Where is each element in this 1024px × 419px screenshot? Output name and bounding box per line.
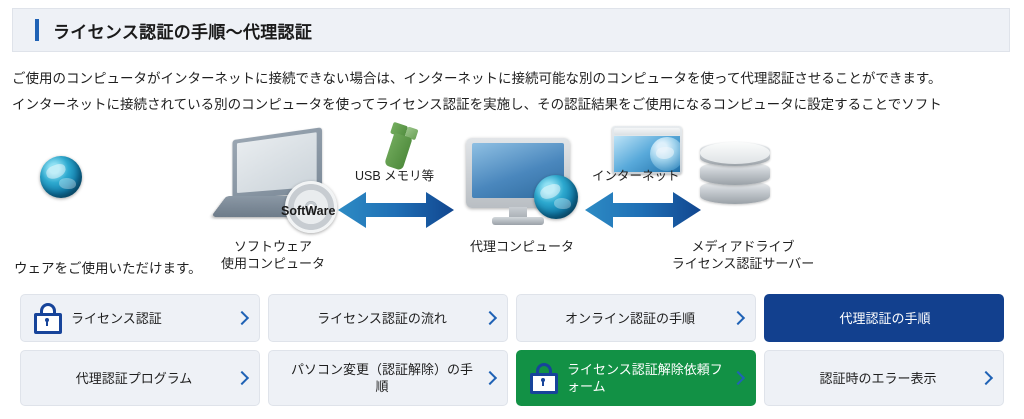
button-row-1: ライセンス認証 ライセンス認証の流れ オンライン認証の手順 代理認証の手順	[20, 294, 1004, 342]
chevron-right-icon	[731, 309, 745, 327]
chevron-right-icon	[483, 309, 497, 327]
button-row-2: 代理認証プログラム パソコン変更（認証解除）の手順 ライセンス認証解除依頼フォー…	[20, 350, 1004, 406]
intro-line-2: インターネットに接続されている別のコンピュータを使ってライセンス認証を実施し、そ…	[12, 97, 942, 112]
nav-button-label: オンライン認証の手順	[564, 310, 695, 326]
page-title: ライセンス認証の手順～代理認証	[53, 22, 313, 42]
globe-icon-proxy	[534, 175, 578, 219]
double-arrow-left-icon	[336, 188, 456, 237]
nav-button-online-activation-steps[interactable]: オンライン認証の手順	[516, 294, 756, 342]
caption-license-server-line2: ライセンス認証サーバー	[671, 256, 815, 271]
database-server-icon	[700, 142, 778, 224]
monitor-neck	[509, 207, 527, 219]
chevron-right-icon	[731, 369, 745, 387]
nav-button-label: パソコン変更（認証解除）の手順	[290, 362, 473, 394]
globe-icon-server	[40, 156, 82, 198]
browser-viewport	[614, 136, 680, 172]
nav-button-activation-flow[interactable]: ライセンス認証の流れ	[268, 294, 508, 342]
double-arrow-right-icon	[583, 188, 703, 237]
nav-button-license-activation[interactable]: ライセンス認証	[20, 294, 260, 342]
caption-license-server-line1: メディアドライブ	[691, 239, 795, 254]
caption-source-computer: ソフトウェア 使用コンピュータ	[208, 238, 338, 272]
browser-frame	[612, 126, 682, 174]
caption-license-server: メディアドライブ ライセンス認証サーバー	[668, 238, 818, 272]
proxy-activation-diagram: ウェアをご使用いただけます。 SoftWare ソフトウェア 使用コンピュータ …	[0, 120, 1024, 280]
chevron-right-icon	[979, 369, 993, 387]
intro-line-3: ウェアをご使用いただけます。	[14, 261, 202, 276]
cd-disc-icon	[285, 181, 337, 233]
nav-button-label: 認証時のエラー表示	[819, 370, 937, 386]
chevron-right-icon	[235, 309, 249, 327]
chevron-right-icon	[483, 369, 497, 387]
caption-source-computer-line1: ソフトウェア	[233, 239, 312, 254]
nav-button-label: 代理認証の手順	[839, 310, 931, 326]
browser-globe	[650, 137, 680, 171]
header-accent-bar	[35, 19, 39, 41]
nav-button-label: ライセンス認証の流れ	[317, 310, 447, 326]
browser-toolbar	[614, 128, 680, 135]
page-header: ライセンス認証の手順～代理認証	[12, 8, 1010, 52]
nav-button-deactivation-request-form[interactable]: ライセンス認証解除依頼フォーム	[516, 350, 756, 406]
usb-label: USB メモリ等	[355, 169, 435, 183]
monitor-foot	[492, 217, 544, 225]
nav-button-label: ライセンス認証	[71, 310, 162, 326]
chevron-right-icon	[235, 369, 249, 387]
nav-button-label: 代理認証プログラム	[75, 370, 193, 386]
database-top-cap	[700, 142, 770, 164]
nav-button-label: ライセンス認証解除依頼フォーム	[567, 362, 723, 394]
nav-button-proxy-activation-steps[interactable]: 代理認証の手順	[764, 294, 1004, 342]
nav-button-activation-error-messages[interactable]: 認証時のエラー表示	[764, 350, 1004, 406]
nav-button-proxy-activation-program[interactable]: 代理認証プログラム	[20, 350, 260, 406]
internet-label: インターネット	[592, 169, 680, 183]
laptop-icon	[210, 127, 338, 233]
intro-paragraph: ご使用のコンピュータがインターネットに接続できない場合は、インターネットに接続可…	[12, 66, 1022, 118]
intro-line-1: ご使用のコンピュータがインターネットに接続できない場合は、インターネットに接続可…	[12, 71, 942, 86]
software-disc-label: SoftWare	[281, 204, 336, 218]
caption-source-computer-line2: 使用コンピュータ	[220, 256, 325, 271]
caption-proxy-computer: 代理コンピュータ	[452, 238, 592, 255]
lock-icon	[33, 302, 63, 334]
nav-button-pc-change-deactivation-steps[interactable]: パソコン変更（認証解除）の手順	[268, 350, 508, 406]
internet-browser-icon	[612, 126, 682, 174]
navigation-button-grid: ライセンス認証 ライセンス認証の流れ オンライン認証の手順 代理認証の手順 代理…	[20, 294, 1004, 414]
caption-proxy-computer-text: 代理コンピュータ	[469, 239, 574, 254]
lock-icon	[529, 362, 559, 394]
